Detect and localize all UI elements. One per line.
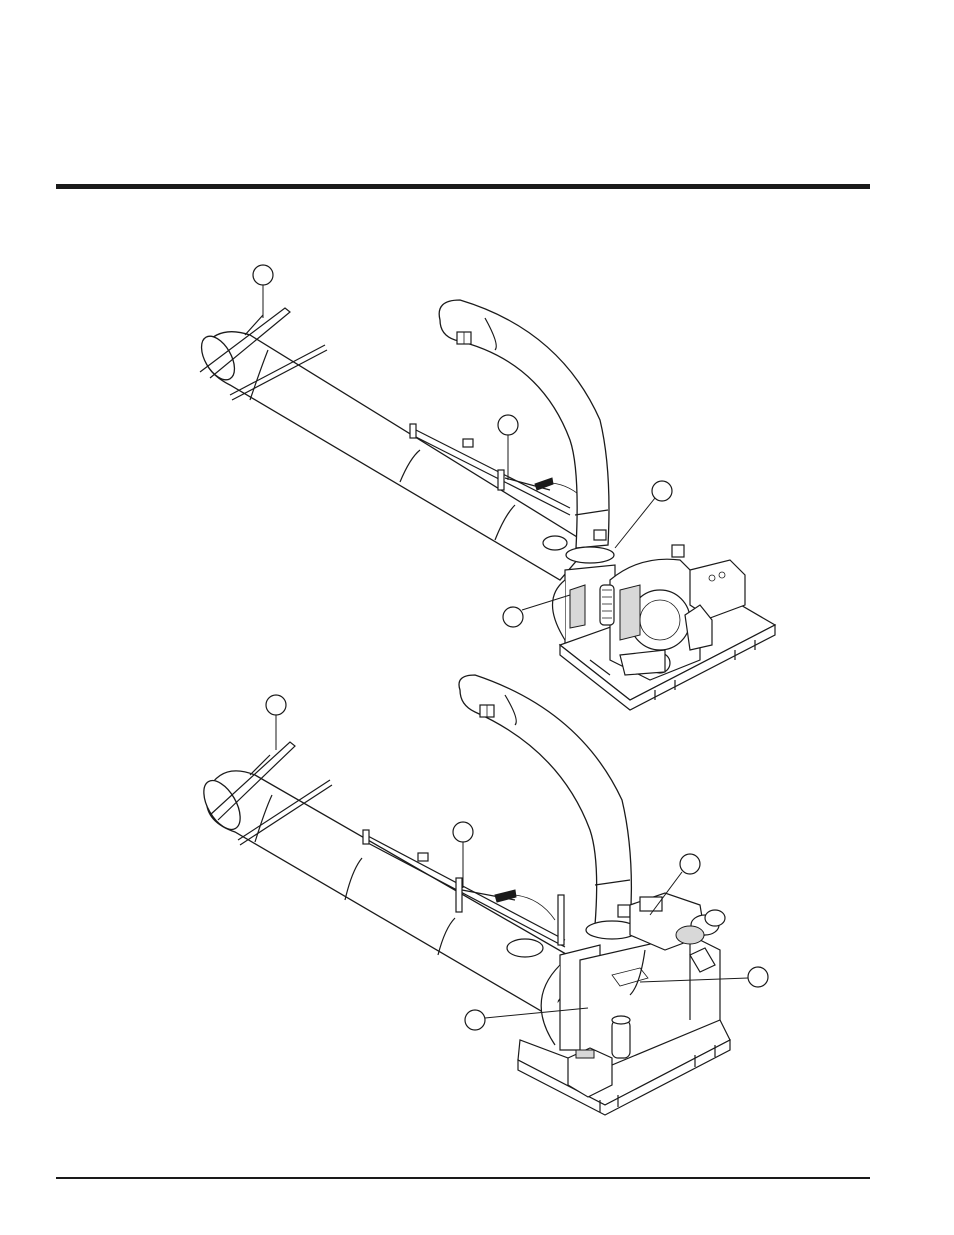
upper-machine-drawing: [199, 299, 777, 711]
header-rule: [56, 184, 870, 189]
callout-3-upper: [651, 480, 673, 502]
callout-2-lower: [452, 821, 474, 843]
callout-5-lower: [464, 1009, 486, 1031]
callout-3-lower: [679, 853, 701, 875]
footer-rule: [56, 1177, 870, 1179]
callout-1-lower: [265, 694, 287, 716]
lower-callouts: [265, 694, 769, 1031]
callout-4-upper: [502, 606, 524, 628]
callout-1-upper: [252, 264, 274, 286]
callout-2-upper: [497, 414, 519, 436]
callout-4-lower: [747, 966, 769, 988]
lower-machine-drawing: [203, 674, 731, 1116]
upper-callouts: [252, 264, 673, 628]
